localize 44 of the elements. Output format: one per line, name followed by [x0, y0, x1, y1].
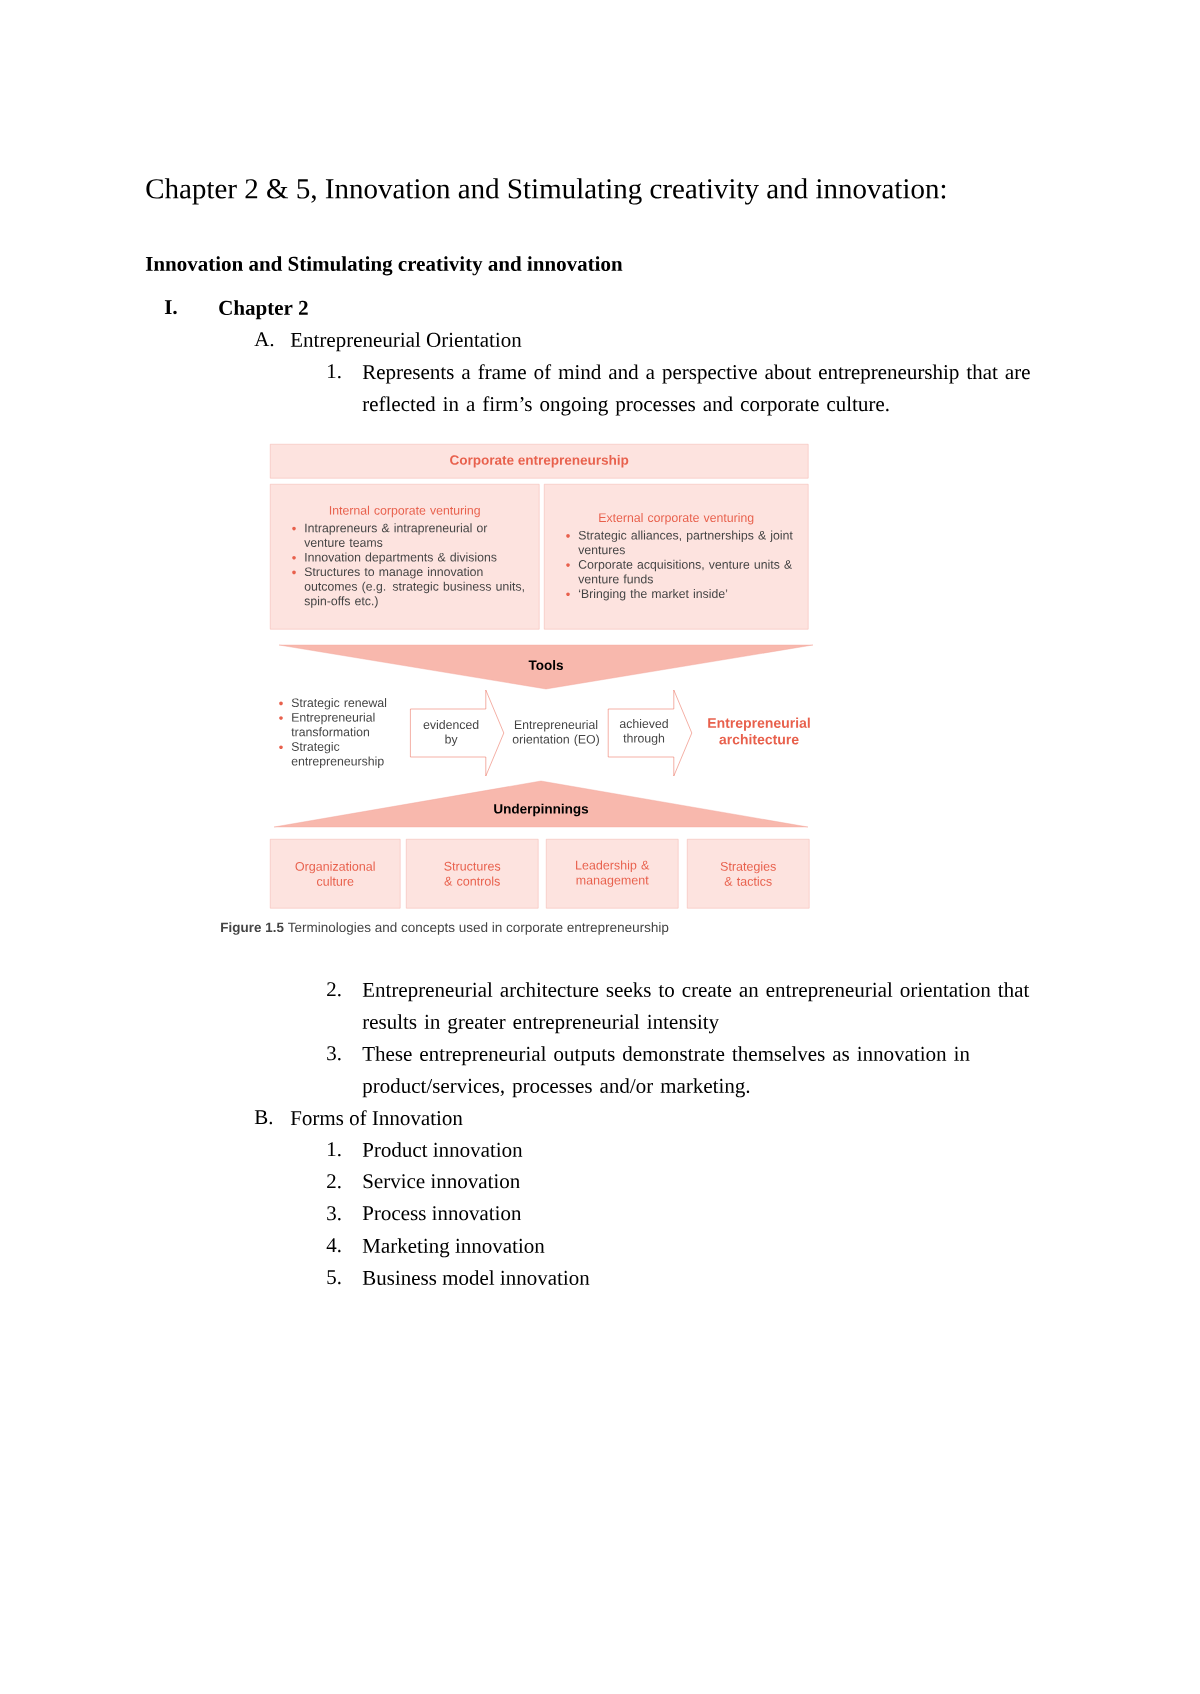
- edge-label: evidenced by: [423, 720, 479, 747]
- node-label: Strategic renewal: [291, 698, 387, 710]
- list-number: 3.: [327, 1206, 341, 1221]
- underpinning-box: Structures & controls: [406, 839, 539, 909]
- concept-text: Entrepreneurial orientation (EO): [512, 720, 599, 747]
- paragraph: These entrepreneurial outputs demonstrate themselves as innovation in product/services, processes and/or marketing.: [362, 1046, 970, 1098]
- underpinning-box: Leadership & management: [546, 839, 679, 909]
- section-heading: Chapter 2: [219, 300, 308, 320]
- list-number: 4.: [326, 1238, 341, 1253]
- heading-band: Corporate entrepreneurship: [270, 444, 809, 479]
- list-number: 1.: [328, 364, 341, 379]
- concept-text: Entrepreneurial architecture: [708, 717, 810, 745]
- block-arrow: [607, 689, 693, 777]
- list-number: 1.: [328, 1142, 341, 1157]
- figure-caption: Figure 1.5 Terminologies and concepts used in corporate entrepreneurship: [221, 922, 669, 935]
- document-title: Chapter 2 & 5, Innovation and Stimulating creativity and innovation:: [146, 178, 946, 205]
- list-number: 2.: [327, 1174, 341, 1189]
- paragraph: Entrepreneurial architecture seeks to create an entrepreneurial orientation that results in greater entrepreneurial intensity: [362, 982, 1030, 1034]
- underpinning-box: Organizational culture: [270, 839, 401, 909]
- list-number: 5.: [327, 1270, 341, 1285]
- list-item-text: Product innovation: [362, 1142, 523, 1157]
- list-item-text: Service innovation: [363, 1174, 520, 1189]
- bullet-list: Strategic renewal Entrepreneurial transformation Strategic entrepreneurship: [279, 698, 387, 768]
- category-panel: Internal corporate venturing Intrapreneurs & intrapreneurial or venture teams Innovation departments & divisions Structures to manage innovation outcomes (e.g. strategic business units, spin-offs etc.): [270, 484, 540, 630]
- list-number: 2.: [327, 982, 341, 997]
- node-label: Strategic entrepreneurship: [291, 741, 384, 768]
- list-item-text: Entrepreneurial Orientation: [290, 332, 522, 352]
- tools-triangle: Tools: [278, 644, 814, 690]
- category-panel: External corporate venturing Strategic alliances, partnerships & joint ventures Corporate acquisitions, venture units & venture funds ‘Bringing the market inside’: [544, 484, 809, 630]
- node-label: Entrepreneurial transformation: [291, 712, 375, 737]
- list-item-text: Marketing innovation: [362, 1238, 545, 1258]
- list-number: 3.: [327, 1046, 341, 1061]
- paragraph: Represents a frame of mind and a perspective about entrepreneurship that are reflected in a firm’s ongoing processes and corporate culture.: [362, 364, 1030, 416]
- list-number: A.: [254, 332, 274, 347]
- list-number: I.: [164, 300, 177, 315]
- block-arrow: [410, 689, 505, 777]
- list-number: B.: [254, 1110, 273, 1125]
- edge-label: achieved through: [619, 719, 668, 746]
- underpinnings-triangle: Underpinnings: [273, 780, 809, 828]
- list-item-text: Business model innovation: [362, 1270, 590, 1285]
- list-item-text: Process innovation: [362, 1206, 522, 1221]
- section-heading: Innovation and Stimulating creativity and innovation: [145, 256, 623, 276]
- list-item-text: Forms of Innovation: [290, 1110, 463, 1126]
- underpinning-box: Strategies & tactics: [687, 839, 810, 909]
